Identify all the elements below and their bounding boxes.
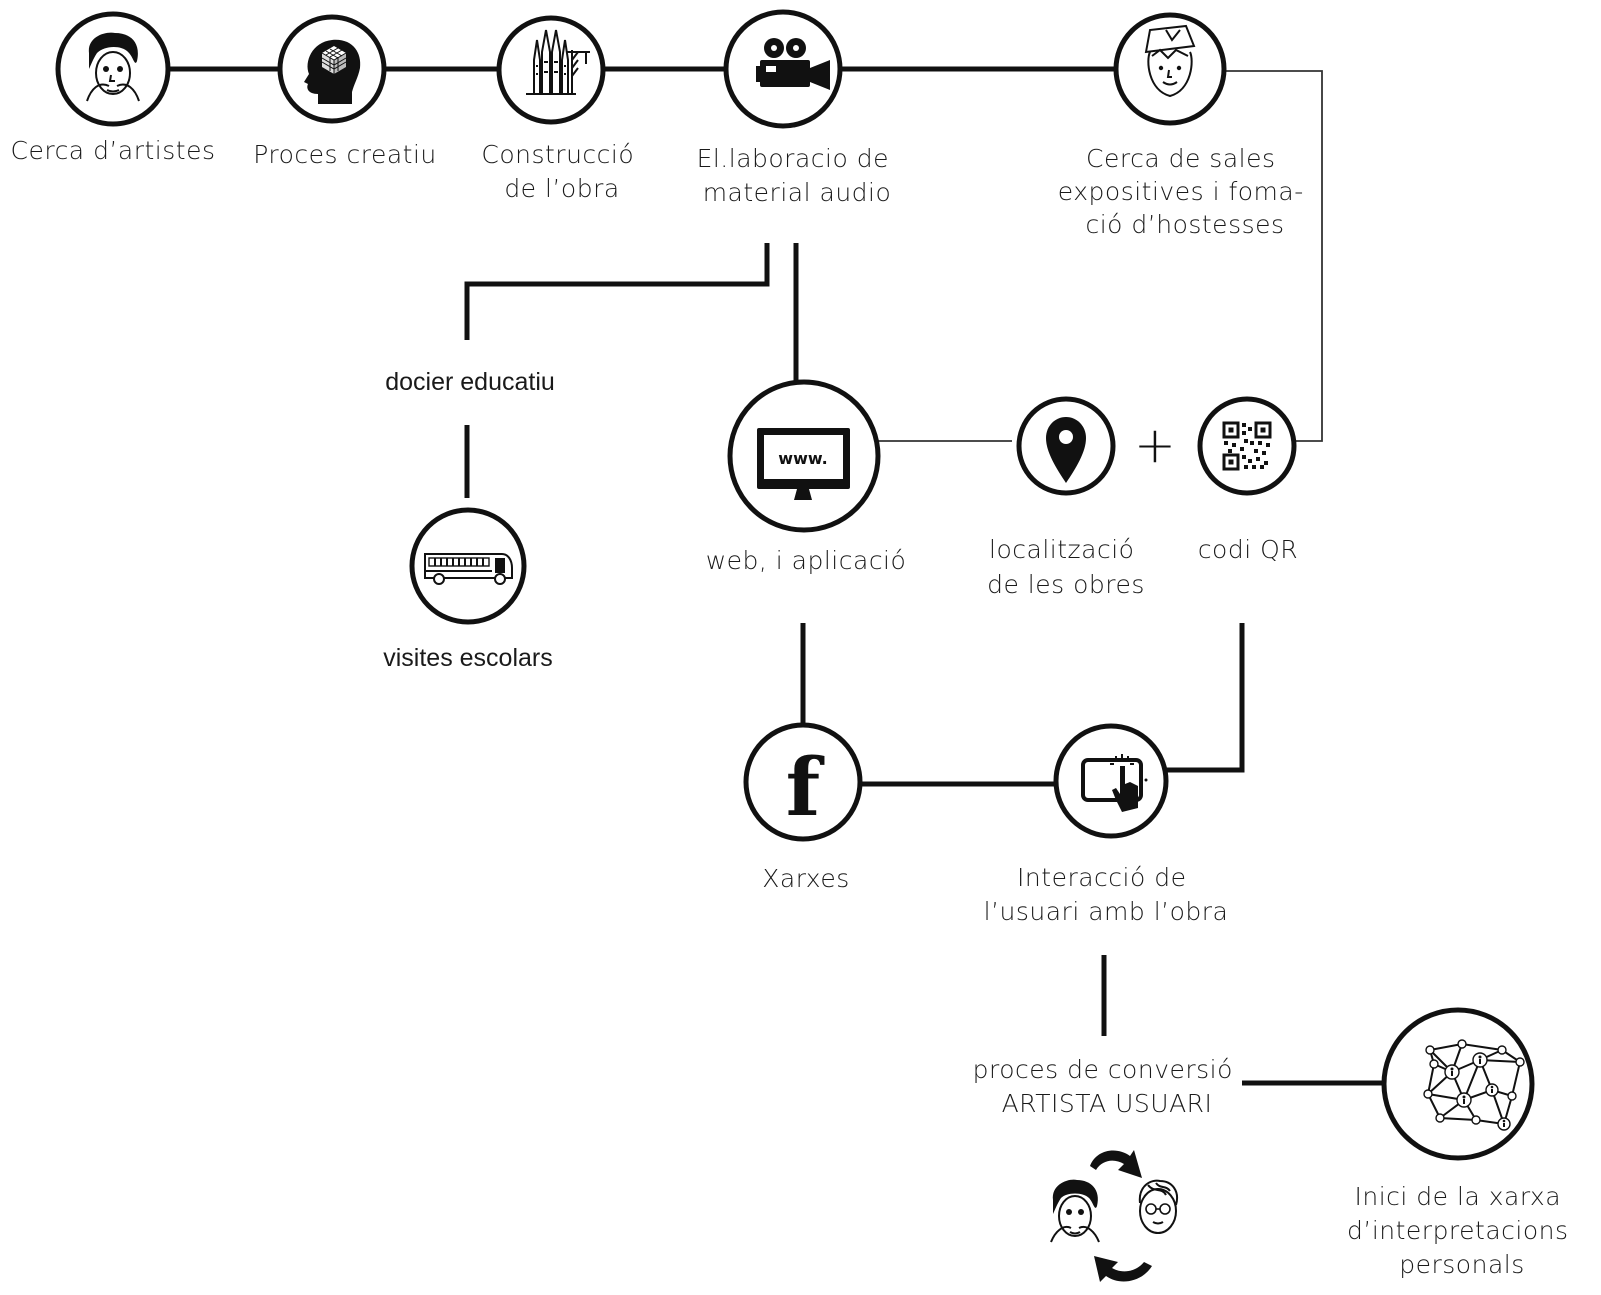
hostess-face-icon (1144, 24, 1196, 98)
qr-code-icon (1222, 421, 1272, 471)
node-construccio[interactable]: Construcció de l’obra (481, 15, 642, 203)
label-line: ció d’hostesses (1085, 210, 1284, 239)
label-line: material audio (703, 178, 892, 207)
node-escolars[interactable]: visites escolars (383, 507, 553, 672)
node-label: Construcció de l’obra (481, 140, 642, 203)
node-label: Proces creatiu (253, 140, 437, 169)
label-line: d’interpretacions (1347, 1216, 1569, 1245)
node-ring (743, 722, 863, 842)
node-label: Inici de la xarxa d’interpretacions pers… (1347, 1182, 1577, 1279)
connector-sales-qr (1225, 70, 1323, 442)
school-bus-icon (424, 553, 513, 585)
node-label: docier educatiu (385, 368, 555, 396)
node-label: web, i aplicació (706, 546, 907, 575)
label-line: ARTISTA USUARI (1002, 1089, 1213, 1118)
label-line: Interacció de (1017, 863, 1186, 892)
label-line: de les obres (987, 570, 1145, 599)
artist-user-cycle-icon (1050, 1150, 1178, 1282)
node-ring (1197, 396, 1297, 496)
label-line: localització (989, 535, 1134, 564)
label-line: El.laboracio de (697, 144, 889, 173)
screen-text: www. (778, 449, 827, 468)
connector-qr-interaccio (1166, 623, 1245, 773)
node-label: Cerca d’artistes (11, 136, 216, 165)
node-proces[interactable]: Proces creatiu (253, 14, 437, 169)
node-sales[interactable]: Cerca de sales expositives i foma- ció d… (1058, 12, 1312, 239)
node-ring (55, 11, 171, 127)
tablet-touch-icon (1081, 754, 1148, 812)
label-line: Proces creatiu (253, 140, 437, 169)
node-label: Interacció de l’usuari amb l’obra (984, 863, 1229, 926)
label-line: de l’obra (504, 174, 619, 203)
node-conversio[interactable]: proces de conversió ARTISTA USUARI (973, 1055, 1242, 1282)
connector-audio-docier (464, 243, 770, 340)
node-audio[interactable]: El.laboracio de material audio (697, 9, 898, 207)
label-line: web, i aplicació (706, 546, 907, 575)
node-docier[interactable]: docier educatiu (385, 368, 555, 396)
node-label: visites escolars (383, 644, 553, 672)
label-line: docier educatiu (385, 368, 555, 396)
network-people-icon (1423, 1039, 1525, 1131)
location-pin-icon (1046, 417, 1086, 483)
label-line: Construcció (481, 140, 634, 169)
label-line: Cerca de sales (1086, 144, 1275, 173)
label-line: Inici de la xarxa (1355, 1182, 1562, 1211)
film-camera-icon (756, 38, 830, 90)
node-label: Xarxes (762, 864, 850, 893)
monitor-www-icon: www. (757, 428, 850, 500)
node-label: localització de les obres (987, 535, 1145, 599)
node-xarxa[interactable]: Inici de la xarxa d’interpretacions pers… (1347, 1007, 1577, 1279)
node-qr[interactable]: codi QR (1197, 396, 1298, 564)
node-xarxes[interactable]: f Xarxes (743, 722, 863, 893)
label-line: expositives i foma- (1058, 177, 1304, 206)
node-web[interactable]: www. web, i aplicació (706, 379, 907, 575)
label-line: Xarxes (762, 864, 850, 893)
node-ring (1113, 12, 1227, 126)
label-line: codi QR (1198, 535, 1298, 564)
node-artistes[interactable]: Cerca d’artistes (11, 11, 216, 165)
facebook-icon: f (786, 740, 825, 834)
node-label: proces de conversió ARTISTA USUARI (973, 1055, 1242, 1118)
node-ring (1053, 723, 1169, 839)
label-line: l’usuari amb l’obra (984, 897, 1229, 926)
label-line: visites escolars (383, 644, 553, 672)
node-label: El.laboracio de material audio (697, 144, 898, 207)
node-label: codi QR (1198, 535, 1298, 564)
head-cube-icon (304, 39, 361, 105)
label-line: proces de conversió (973, 1055, 1233, 1084)
label-line: personals (1399, 1250, 1524, 1279)
label-line: Cerca d’artistes (11, 136, 216, 165)
cathedral-crane-icon (526, 29, 590, 95)
node-interaccio[interactable]: Interacció de l’usuari amb l’obra (984, 723, 1229, 926)
artist-face-icon (86, 32, 140, 102)
plus-sign: + (1134, 416, 1176, 474)
node-localitzacio[interactable]: localització de les obres (987, 396, 1145, 599)
node-label: Cerca de sales expositives i foma- ció d… (1058, 144, 1312, 239)
connectors (168, 66, 1383, 1086)
